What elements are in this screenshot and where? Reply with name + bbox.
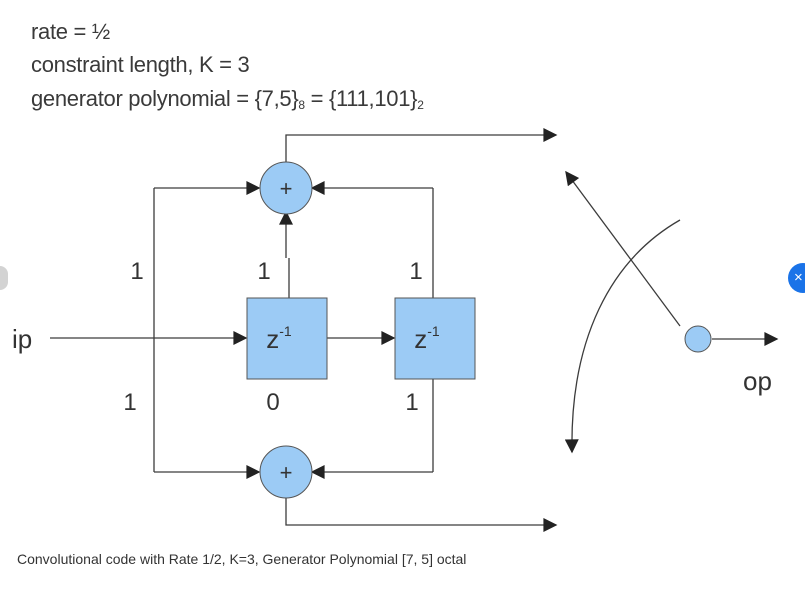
output-label: op xyxy=(743,366,772,396)
top-output-line xyxy=(285,128,558,163)
previous-image-button[interactable] xyxy=(0,266,8,290)
output-node xyxy=(684,325,712,353)
top-adder: + xyxy=(259,161,313,215)
next-image-button[interactable]: × xyxy=(788,263,805,293)
delay-block-1: z-1 xyxy=(246,297,328,380)
bottom-tap-right-weight: 1 xyxy=(405,389,418,416)
generator-polynomial-label: generator polynomial = {7,5}8 = {111,101… xyxy=(31,86,424,112)
generator-mid: = {111,101} xyxy=(304,86,418,111)
generator-prefix: generator polynomial = {7,5} xyxy=(31,86,299,111)
svg-text:z-1: z-1 xyxy=(414,323,440,354)
bottom-output-line xyxy=(285,497,558,532)
bottom-adder-symbol: + xyxy=(280,460,293,485)
top-tap-middle-weight: 1 xyxy=(257,258,270,285)
rate-label: rate = ½ xyxy=(31,19,110,44)
switch-arm-line xyxy=(565,170,681,327)
generator-base-8: 8 xyxy=(298,98,305,112)
bottom-tap-left-weight: 1 xyxy=(123,389,136,416)
bottom-tap-middle-weight: 0 xyxy=(266,389,279,416)
switch-sweep-arc xyxy=(564,219,681,454)
constraint-length-label: constraint length, K = 3 xyxy=(31,52,250,77)
delay-block-2: z-1 xyxy=(394,297,476,380)
svg-text:z-1: z-1 xyxy=(266,323,292,354)
delay-1-exponent: -1 xyxy=(279,323,292,339)
delay-1-label: z xyxy=(266,324,279,354)
top-adder-symbol: + xyxy=(280,176,293,201)
figure-caption: Convolutional code with Rate 1/2, K=3, G… xyxy=(17,551,467,567)
delay-2-label: z xyxy=(414,324,427,354)
bottom-adder: + xyxy=(259,445,313,499)
top-tap-right-weight: 1 xyxy=(409,258,422,285)
top-tap-left-weight: 1 xyxy=(130,258,143,285)
delay-2-exponent: -1 xyxy=(427,323,440,339)
input-label: ip xyxy=(12,324,32,354)
generator-base-2: 2 xyxy=(417,98,424,112)
